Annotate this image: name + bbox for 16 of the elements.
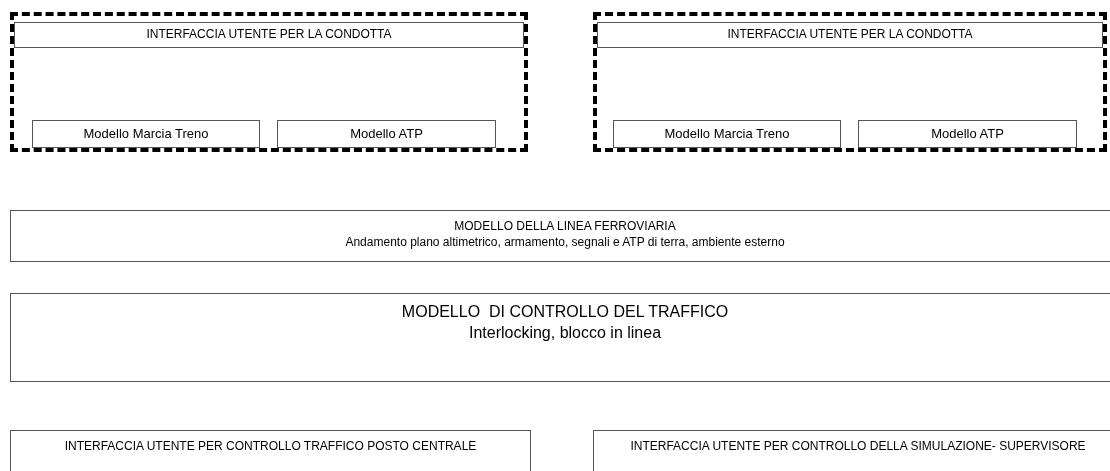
- model-box: Modello Marcia Treno: [32, 120, 260, 148]
- layer-title: MODELLO DELLA LINEA FERROVIARIA: [454, 219, 676, 235]
- interface-box: INTERFACCIA UTENTE PER CONTROLLO DELLA SIMULAZIONE- SUPERVISORE: [593, 430, 1110, 471]
- model-box: Modello ATP: [858, 120, 1077, 148]
- interface-box: INTERFACCIA UTENTE PER CONTROLLO TRAFFICO POSTO CENTRALE: [10, 430, 531, 471]
- model-box: Modello ATP: [277, 120, 496, 148]
- layer-description: Interlocking, blocco in linea: [468, 322, 662, 343]
- dashed-group-frame: [10, 12, 528, 152]
- layer-description: Andamento plano altimetrico, armamento, segnali e ATP di terra, ambiente esterno: [345, 234, 785, 251]
- dashed-group-frame: [593, 12, 1107, 152]
- model-box: Modello Marcia Treno: [613, 120, 841, 148]
- interface-box: INTERFACCIA UTENTE PER LA CONDOTTA: [14, 22, 524, 48]
- interface-box: INTERFACCIA UTENTE PER LA CONDOTTA: [597, 22, 1103, 48]
- layer-box: [10, 293, 1110, 382]
- layer-title: MODELLO DI CONTROLLO DEL TRAFFICO: [401, 302, 729, 322]
- layer-box: [10, 210, 1110, 262]
